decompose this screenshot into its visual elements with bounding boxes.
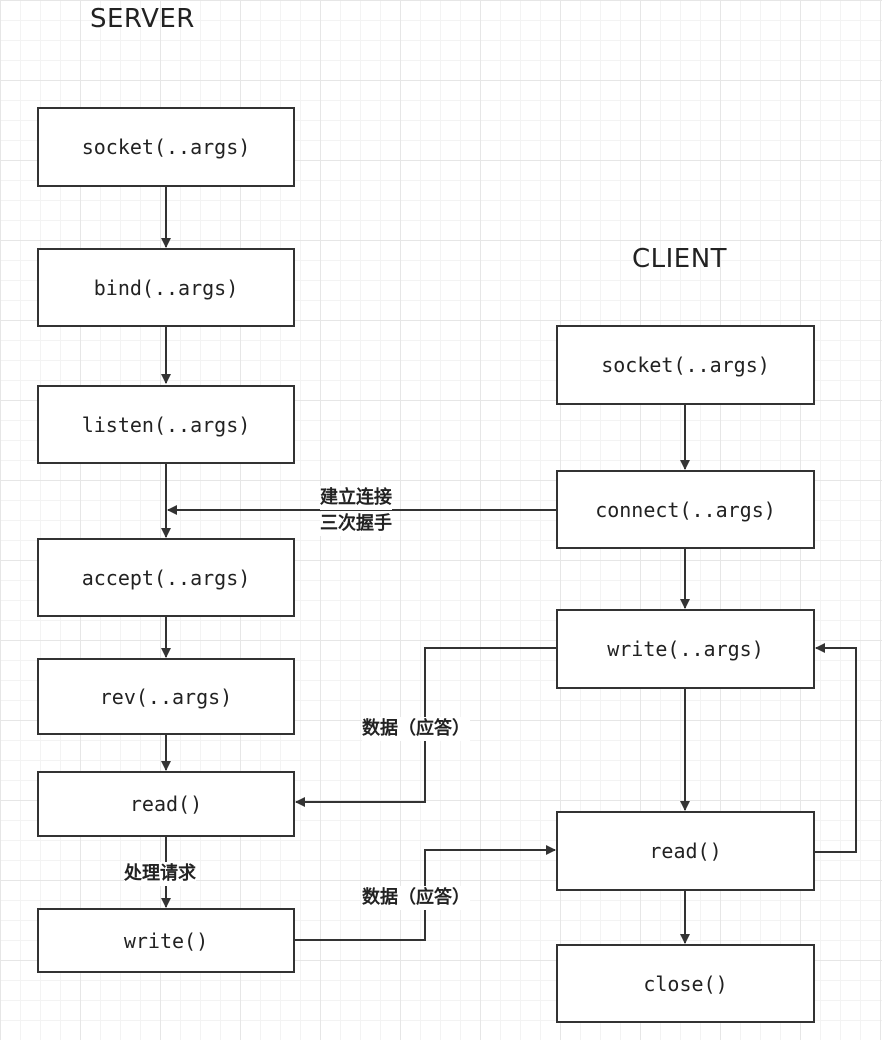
arrow-loop-read-to-write (814, 643, 857, 853)
client-close-node: close() (556, 944, 815, 1023)
handshake-label-line1: 建立连接 (320, 486, 392, 510)
client-read-node: read() (556, 811, 815, 891)
client-write-node: write(..args) (556, 609, 815, 689)
server-title: SERVER (90, 4, 195, 34)
server-read-node: read() (37, 771, 295, 837)
handshake-label-line2: 三次握手 (320, 512, 392, 536)
data-to-server-label: 数据（应答） (362, 717, 470, 741)
data-to-client-label: 数据（应答） (362, 886, 470, 910)
server-socket-node: socket(..args) (37, 107, 295, 187)
server-write-node: write() (37, 908, 295, 973)
client-socket-node: socket(..args) (556, 325, 815, 405)
client-connect-node: connect(..args) (556, 470, 815, 549)
server-listen-node: listen(..args) (37, 385, 295, 464)
process-request-label: 处理请求 (124, 862, 196, 886)
server-rev-node: rev(..args) (37, 658, 295, 735)
client-title: CLIENT (632, 244, 728, 274)
server-accept-node: accept(..args) (37, 538, 295, 617)
server-bind-node: bind(..args) (37, 248, 295, 327)
